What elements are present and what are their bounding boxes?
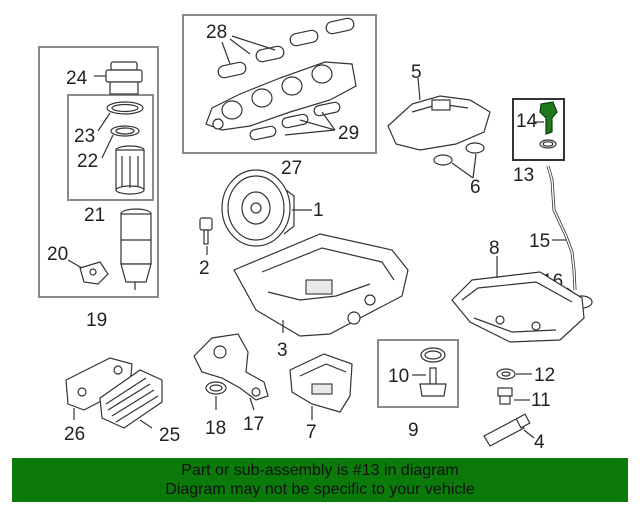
callout-8: 8 <box>489 238 500 259</box>
part-filter-housing[interactable] <box>120 208 152 283</box>
group-box-13 <box>512 98 565 161</box>
banner-line-1: Part or sub-assembly is #13 in diagram <box>181 462 459 479</box>
callout-27: 27 <box>281 158 302 179</box>
callout-18: 18 <box>205 418 226 439</box>
callout-25: 25 <box>159 425 180 446</box>
part-14-dipstick-handle[interactable] <box>539 101 558 149</box>
callout-21: 21 <box>84 205 105 226</box>
part-2-bolt[interactable] <box>199 217 213 245</box>
callout-7: 7 <box>306 422 317 443</box>
part-10-sensor-seal[interactable] <box>420 347 446 363</box>
callout-20: 20 <box>47 244 68 265</box>
callout-4: 4 <box>534 432 545 453</box>
callout-19: 19 <box>86 310 107 331</box>
group-box-9 <box>377 339 459 408</box>
part-5-cover[interactable] <box>387 95 491 151</box>
part-20-bracket[interactable] <box>79 261 109 285</box>
callout-12: 12 <box>534 365 555 386</box>
callout-10: 10 <box>388 366 409 387</box>
info-banner: Part or sub-assembly is #13 in diagram D… <box>12 458 628 502</box>
part-11-drain-plug[interactable] <box>497 387 513 405</box>
callout-5: 5 <box>411 62 422 83</box>
part-23-o-ring[interactable] <box>106 101 144 115</box>
part-6-seals[interactable] <box>433 142 485 166</box>
part-7-bracket[interactable] <box>289 353 353 413</box>
callout-23: 23 <box>74 126 95 147</box>
part-25-oil-cooler[interactable] <box>99 369 163 429</box>
part-24-filter-cap[interactable] <box>105 61 143 95</box>
callout-13: 13 <box>513 165 534 186</box>
group-box-19 <box>38 46 159 298</box>
part-1-pulley[interactable] <box>221 169 295 247</box>
part-29-gaskets[interactable] <box>249 101 341 141</box>
callout-24: 24 <box>66 68 88 89</box>
part-3-oil-pan-upper[interactable] <box>233 233 409 337</box>
callout-1: 1 <box>313 200 324 221</box>
part-12-washer[interactable] <box>496 368 516 380</box>
part-27-intake-manifold[interactable] <box>205 61 357 131</box>
callout-14: 14 <box>516 111 538 132</box>
part-oil-level-sensor[interactable] <box>419 367 447 397</box>
part-17-oil-pump[interactable] <box>193 333 269 401</box>
callout-15: 15 <box>529 231 550 252</box>
callout-11: 11 <box>531 390 551 411</box>
callout-6: 6 <box>470 177 481 198</box>
part-8-oil-pan-lower[interactable] <box>451 271 585 343</box>
callout-22: 22 <box>77 151 98 172</box>
callout-26: 26 <box>64 424 85 445</box>
part-filter-element[interactable] <box>115 145 145 195</box>
callout-28: 28 <box>206 22 227 43</box>
part-28-gaskets[interactable] <box>217 17 355 79</box>
callout-3: 3 <box>277 340 288 361</box>
parts-diagram: 24 23 22 21 20 19 28 29 27 5 <box>38 14 593 453</box>
part-18-seal[interactable] <box>205 381 227 395</box>
callout-2: 2 <box>199 258 210 279</box>
group-box-27 <box>182 14 377 154</box>
part-4-sealant-tube[interactable] <box>483 413 531 447</box>
callout-9: 9 <box>408 420 419 441</box>
callout-17: 17 <box>243 414 264 435</box>
group-box-21 <box>67 94 154 201</box>
part-22-seal[interactable] <box>110 125 140 137</box>
callout-29: 29 <box>338 123 359 144</box>
banner-line-2: Diagram may not be specific to your vehi… <box>165 481 475 498</box>
part-26-cooler-gasket[interactable] <box>65 357 133 411</box>
